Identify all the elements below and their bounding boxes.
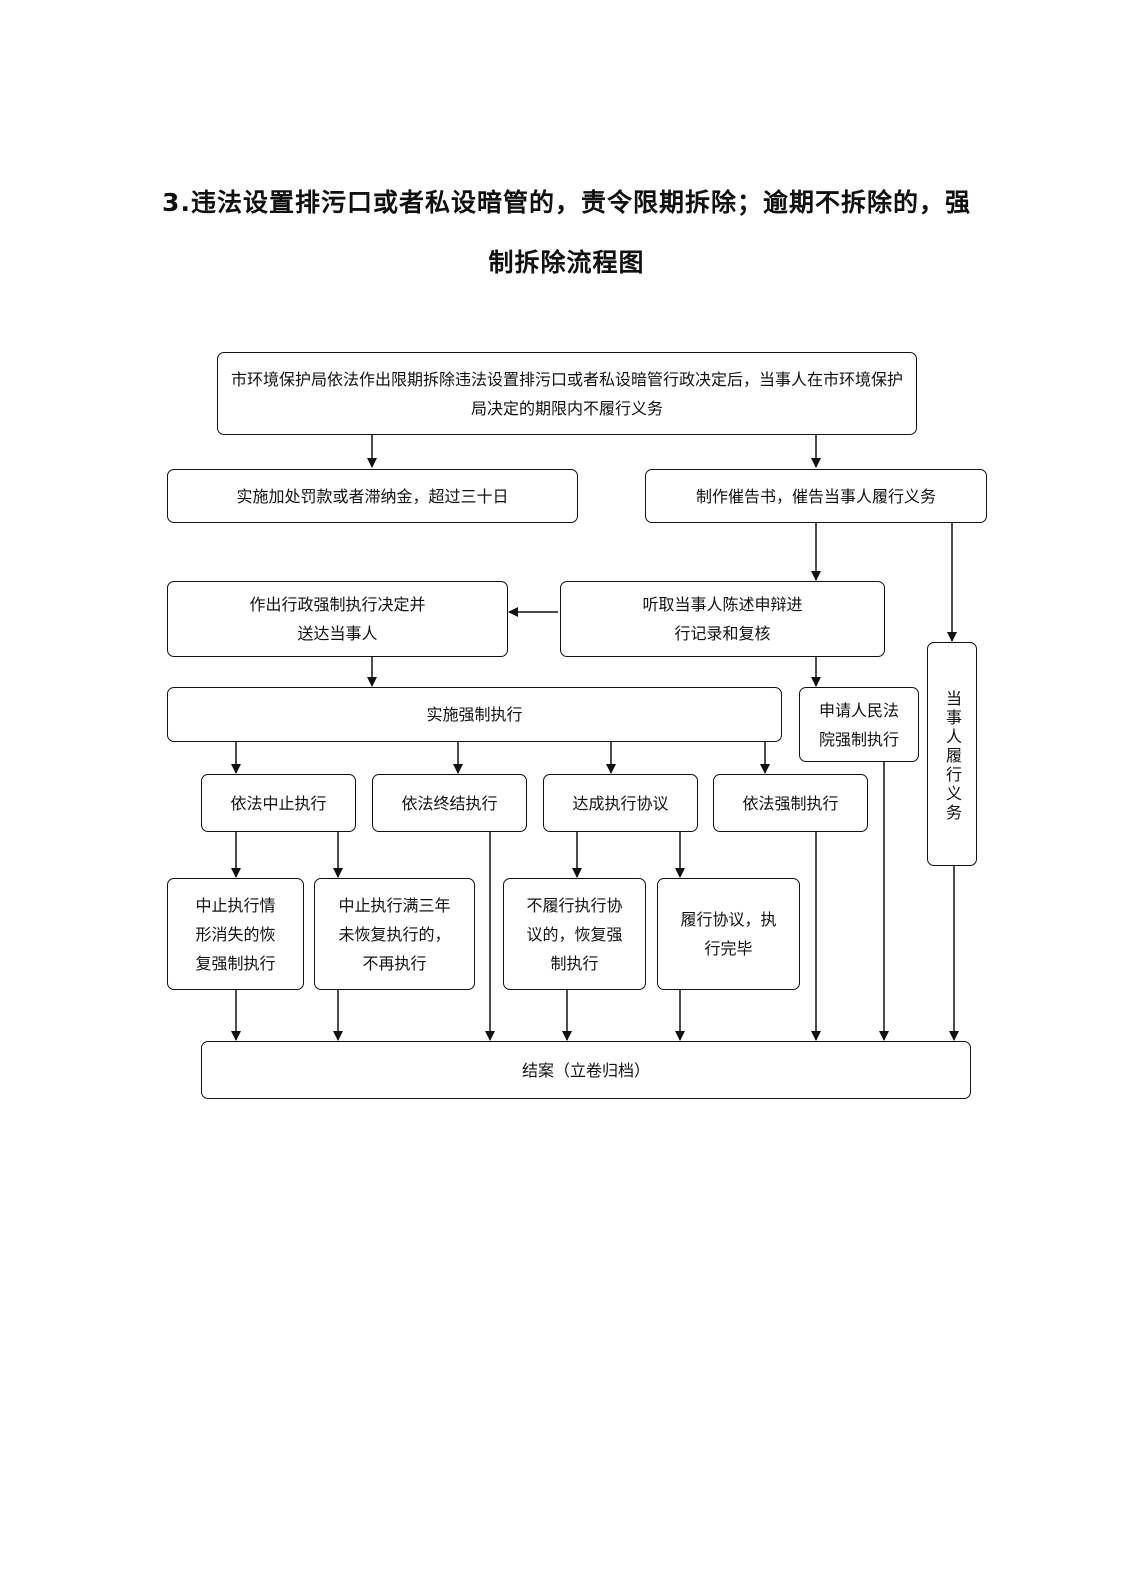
compel-node: 依法强制执行 [713, 774, 868, 832]
decision-node: 作出行政强制执行决定并送达当事人 [167, 581, 508, 657]
court-node: 申请人民法院强制执行 [799, 687, 919, 762]
fulfilled-node: 履行协议，执行完毕 [657, 878, 800, 990]
resume-node: 中止执行情形消失的恢复强制执行 [167, 878, 304, 990]
reminder-node: 制作催告书，催告当事人履行义务 [645, 469, 987, 523]
start-node: 市环境保护局依法作出限期拆除违法设置排污口或者私设暗管行政决定后，当事人在市环境… [217, 352, 917, 435]
terminate-node: 依法终结执行 [372, 774, 527, 832]
breach-node: 不履行执行协议的，恢复强制执行 [503, 878, 646, 990]
close-node: 结案（立卷归档） [201, 1041, 971, 1099]
enforce-node: 实施强制执行 [167, 687, 782, 742]
party-perform-node: 当事人履行义务 [927, 642, 977, 866]
agreement-node: 达成执行协议 [543, 774, 698, 832]
page-title-line-1: 3.违法设置排污口或者私设暗管的，责令限期拆除；逾期不拆除的，强 [162, 188, 971, 217]
suspend-node: 依法中止执行 [201, 774, 356, 832]
page-title-line-2: 制拆除流程图 [488, 248, 645, 277]
hearing-node: 听取当事人陈述申辩进行记录和复核 [560, 581, 885, 657]
fine-node: 实施加处罚款或者滞纳金，超过三十日 [167, 469, 578, 523]
no-longer-node: 中止执行满三年未恢复执行的，不再执行 [314, 878, 475, 990]
